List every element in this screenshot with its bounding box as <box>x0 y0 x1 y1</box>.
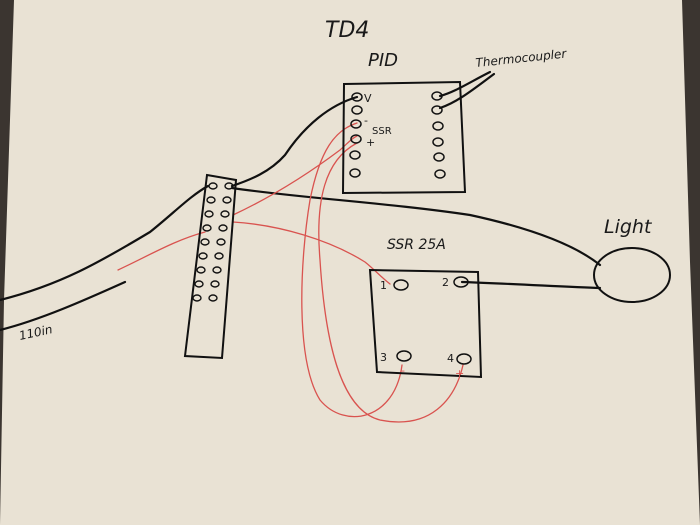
pid-terminal <box>432 137 444 147</box>
ssr-terminal-4 <box>456 353 472 365</box>
pid-terminal <box>431 105 443 115</box>
red-wire-pid-to-ssr4 <box>318 142 464 423</box>
ssr-minus-label: - <box>401 364 405 377</box>
red-wire-strip-to-ssr1 <box>232 221 391 285</box>
pid-pin-ssr-label: SSR <box>372 126 392 137</box>
pid-terminal <box>433 152 445 162</box>
terminal-strip-holes <box>192 182 234 302</box>
strip-hole <box>222 196 232 204</box>
pid-pin-v-label: V <box>364 92 372 105</box>
pid-box <box>341 80 467 195</box>
strip-hole <box>196 266 206 274</box>
pid-terminal <box>432 121 444 131</box>
diagram-title: TD4 <box>325 18 369 43</box>
thermocouple-leader-2 <box>438 72 496 110</box>
pid-pin-minus-label: - <box>364 114 368 127</box>
pid-terminal <box>349 150 361 160</box>
strip-hole <box>220 210 230 218</box>
pid-label: PID <box>368 50 398 71</box>
ssr-term1-label: 1 <box>380 279 387 292</box>
wire-pid-v-to-strip <box>230 95 359 188</box>
strip-hole <box>202 224 212 232</box>
ssr-term4-label: 4 <box>447 352 454 365</box>
pid-controller: V - SSR + <box>341 80 467 195</box>
ssr-terminal-1 <box>393 279 409 291</box>
pid-right-terminals <box>431 91 446 179</box>
ssr-plus-label: + <box>455 367 464 380</box>
pid-terminal <box>350 134 362 144</box>
wire-ssr2-to-light <box>460 280 602 290</box>
pid-terminal <box>351 92 363 102</box>
ssr-box <box>368 268 483 379</box>
strip-hole <box>200 238 210 246</box>
strip-hole <box>210 280 220 288</box>
strip-hole <box>194 280 204 288</box>
mains-cable-lower <box>0 280 127 332</box>
pid-terminal <box>350 119 362 129</box>
red-wires <box>117 122 464 423</box>
ssr-label: SSR 25A <box>387 237 446 253</box>
ssr-term2-label: 2 <box>442 276 449 289</box>
strip-hole <box>206 196 216 204</box>
ssr-relay: 1 2 3 4 - + <box>368 268 483 380</box>
strip-hole <box>208 294 218 302</box>
terminal-strip-body <box>183 173 238 360</box>
pid-pin-plus-label: + <box>366 136 375 149</box>
black-wires <box>0 70 602 332</box>
ssr-terminal-3 <box>396 350 412 362</box>
strip-hole <box>198 252 208 260</box>
pid-terminal <box>351 105 363 115</box>
wire-strip-to-light <box>230 186 602 267</box>
ssr-term3-label: 3 <box>380 351 387 364</box>
strip-hole <box>218 224 228 232</box>
mains-label: 110in <box>18 322 54 343</box>
strip-hole <box>204 210 214 218</box>
pid-terminal <box>434 169 446 179</box>
pid-left-terminals <box>349 92 363 178</box>
red-wire-mains-to-strip <box>117 231 206 271</box>
thermocouple-leader-1 <box>438 70 492 98</box>
strip-hole <box>216 238 226 246</box>
strip-hole <box>212 266 222 274</box>
strip-hole <box>214 252 224 260</box>
light-label: Light <box>604 216 653 238</box>
strip-hole <box>224 182 234 190</box>
pid-terminal <box>349 168 361 178</box>
ssr-terminal-2 <box>453 276 469 288</box>
terminal-strip <box>183 173 238 360</box>
strip-hole <box>192 294 202 302</box>
red-wire-pid-to-ssr3 <box>301 122 403 418</box>
mains-cable-upper <box>0 184 210 302</box>
strip-hole <box>208 182 218 190</box>
light-bulb <box>593 247 671 303</box>
pid-terminal <box>431 91 443 101</box>
